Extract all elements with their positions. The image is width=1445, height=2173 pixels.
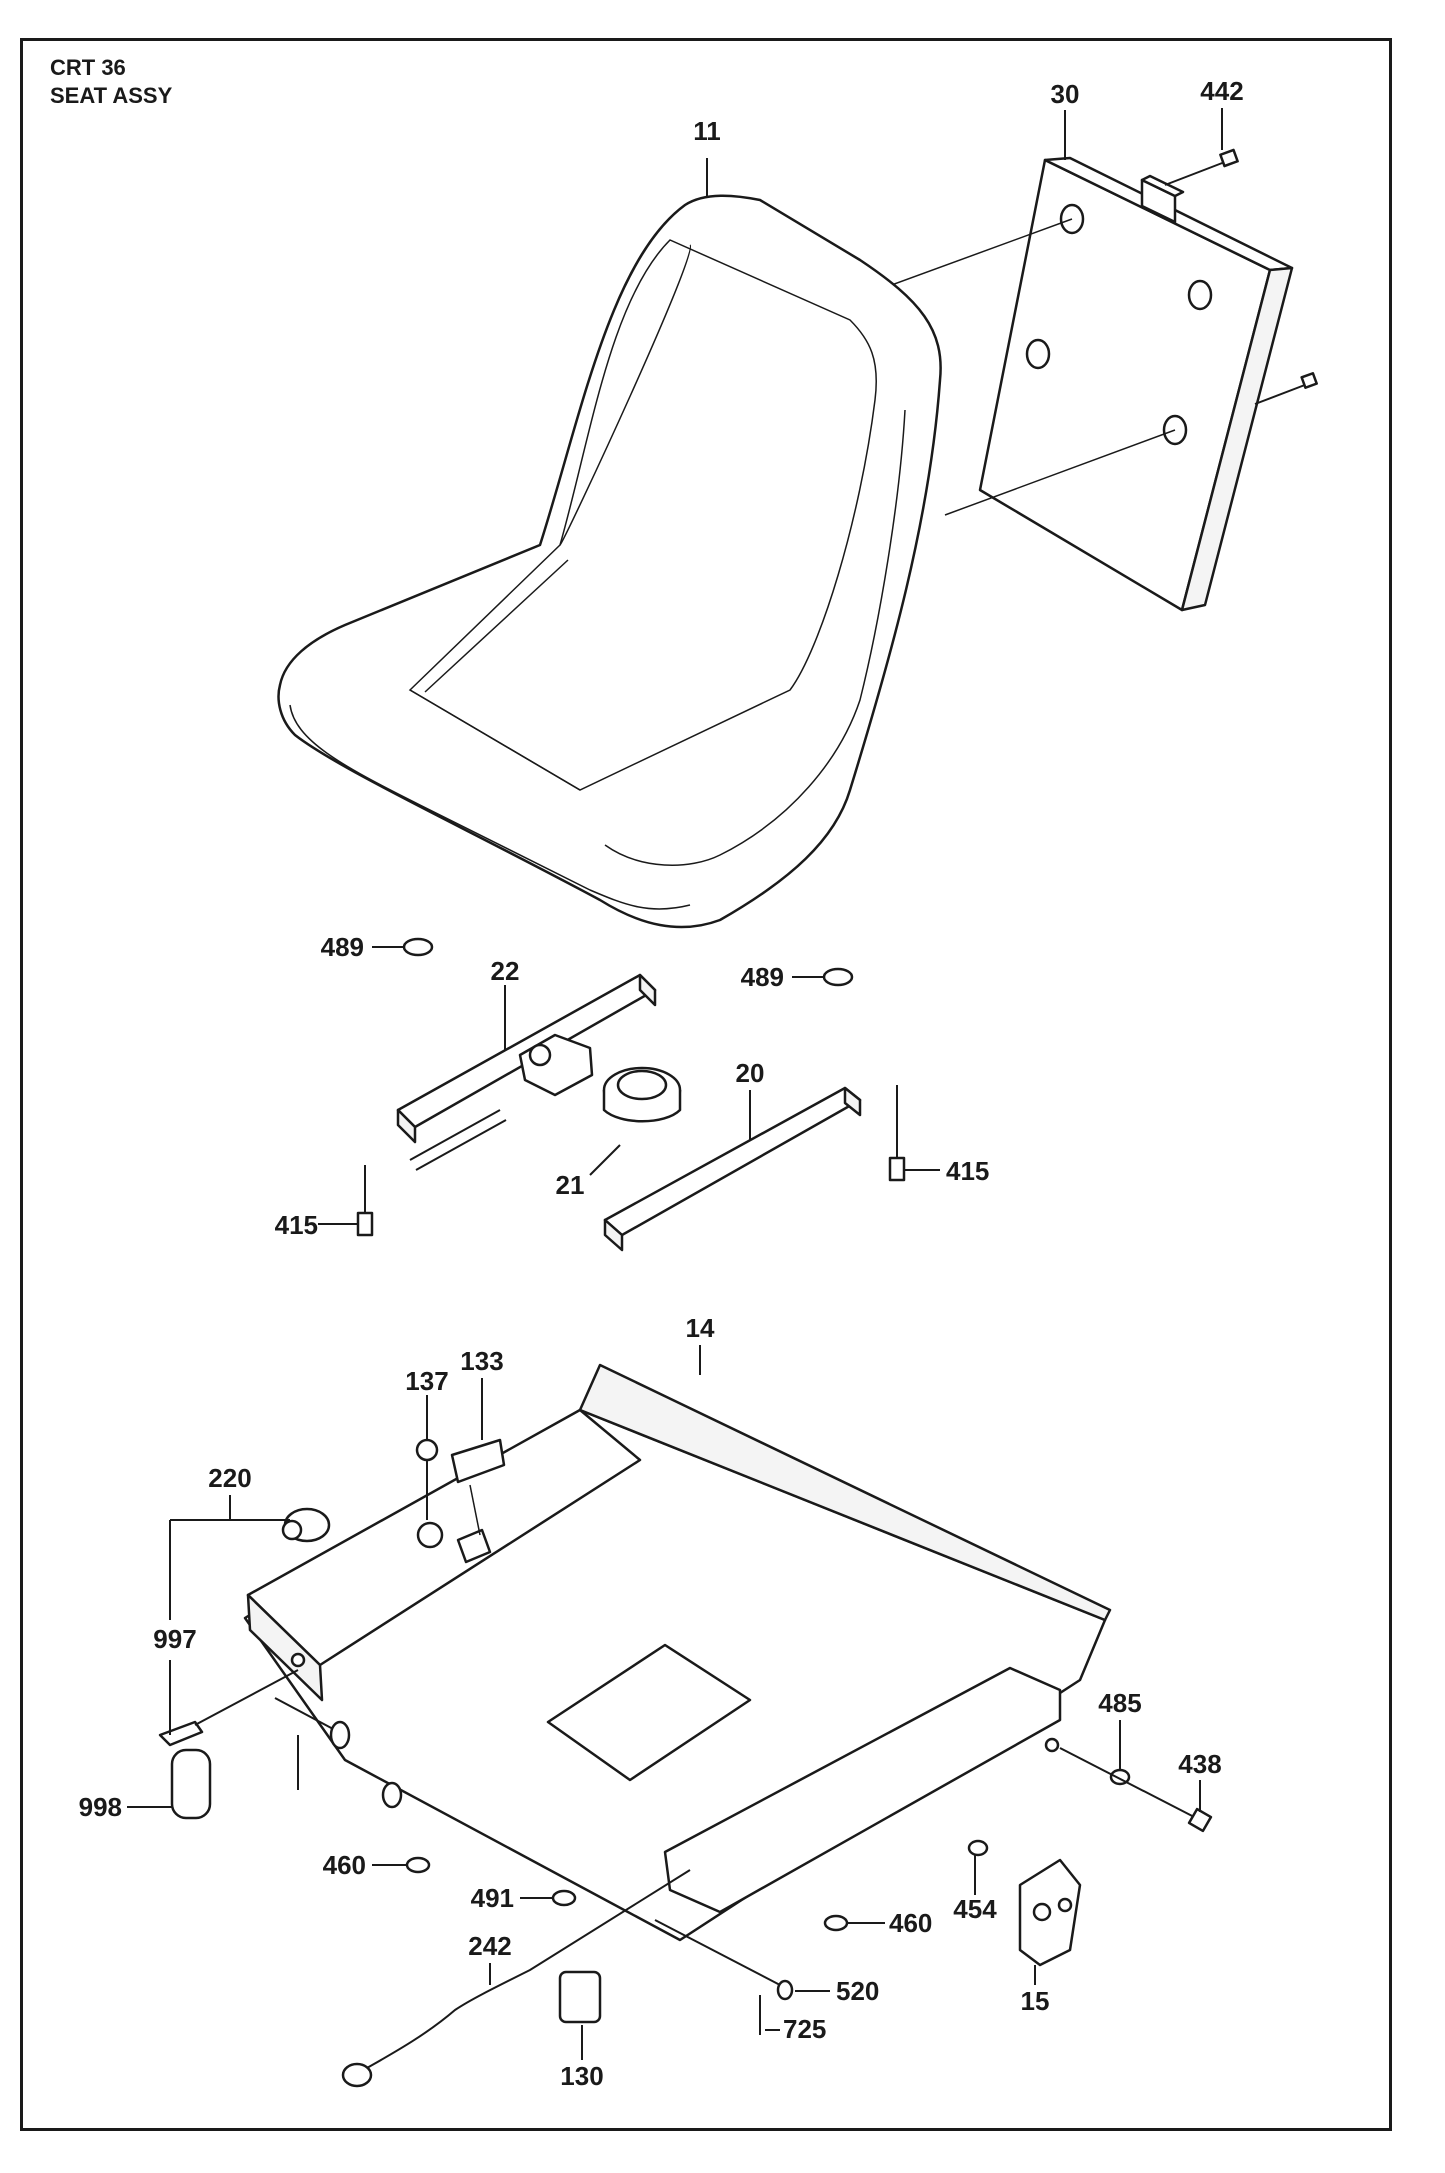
cable-handle	[558, 1970, 602, 2024]
callout-415-right: 415	[946, 1156, 989, 1186]
callout-15: 15	[1021, 1986, 1050, 2016]
callout-442: 442	[1200, 76, 1243, 106]
model-name: CRT 36	[50, 55, 126, 80]
callout-22: 22	[491, 956, 520, 986]
callout-485: 485	[1098, 1688, 1141, 1718]
callout-11: 11	[693, 116, 721, 146]
bolt-415-right	[888, 1085, 906, 1182]
diagram-frame	[20, 38, 1392, 2131]
leader-lines	[127, 108, 1223, 2060]
bolt-438	[1059, 1747, 1213, 1833]
key-fob	[170, 1748, 212, 1820]
callout-725: 725	[783, 2014, 826, 2044]
seat-switch	[602, 1066, 682, 1123]
callout-997: 997	[153, 1624, 196, 1654]
rubber-grommet	[450, 1438, 506, 1536]
callout-20: 20	[736, 1058, 765, 1088]
back-plate	[877, 148, 1318, 612]
washer-491	[551, 1889, 577, 1907]
callout-415-left: 415	[275, 1210, 318, 1240]
callout-454: 454	[953, 1894, 997, 1924]
pivot-pin-right	[654, 1919, 794, 2035]
callout-460-right: 460	[889, 1908, 932, 1938]
callout-438: 438	[1178, 1749, 1221, 1779]
callout-220: 220	[208, 1463, 251, 1493]
callout-labels: 11 30 442 489 22 489 20 21 415 415 14 13…	[79, 76, 1244, 2091]
callout-133: 133	[460, 1346, 503, 1376]
callout-460-left: 460	[323, 1850, 366, 1880]
callout-491: 491	[471, 1883, 514, 1913]
callout-130: 130	[560, 2061, 603, 2091]
callout-137: 137	[405, 1366, 448, 1396]
bolt-415-left	[356, 1165, 374, 1237]
seat-pan	[277, 194, 942, 929]
callout-998: 998	[79, 1792, 122, 1822]
callout-489-left: 489	[321, 932, 364, 962]
callout-30: 30	[1051, 79, 1080, 109]
nut-454	[967, 1839, 989, 1857]
washer-489-left	[402, 937, 434, 957]
slide-rail-with-lever	[396, 973, 657, 1171]
slide-rail	[603, 1086, 862, 1252]
callout-242: 242	[468, 1931, 511, 1961]
callout-489-right: 489	[741, 962, 784, 992]
base-frame	[243, 1363, 1112, 1942]
ignition-switch	[281, 1507, 331, 1543]
callout-14: 14	[686, 1313, 715, 1343]
nut-460-right	[823, 1914, 849, 1932]
release-cable	[341, 1869, 691, 2088]
diagram-title: CRT 36 SEAT ASSY	[50, 54, 172, 110]
washer-left	[381, 1781, 403, 1809]
washer-489-right	[822, 967, 854, 987]
assembly-name: SEAT ASSY	[50, 83, 173, 108]
nut-460-left	[405, 1856, 431, 1874]
callout-21: 21	[556, 1170, 585, 1200]
ignition-key	[158, 1669, 299, 1747]
push-rivet	[415, 1438, 439, 1520]
callout-520: 520	[836, 1976, 879, 2006]
pivot-pin-left	[274, 1697, 351, 1790]
latch-bracket	[1018, 1858, 1082, 1967]
